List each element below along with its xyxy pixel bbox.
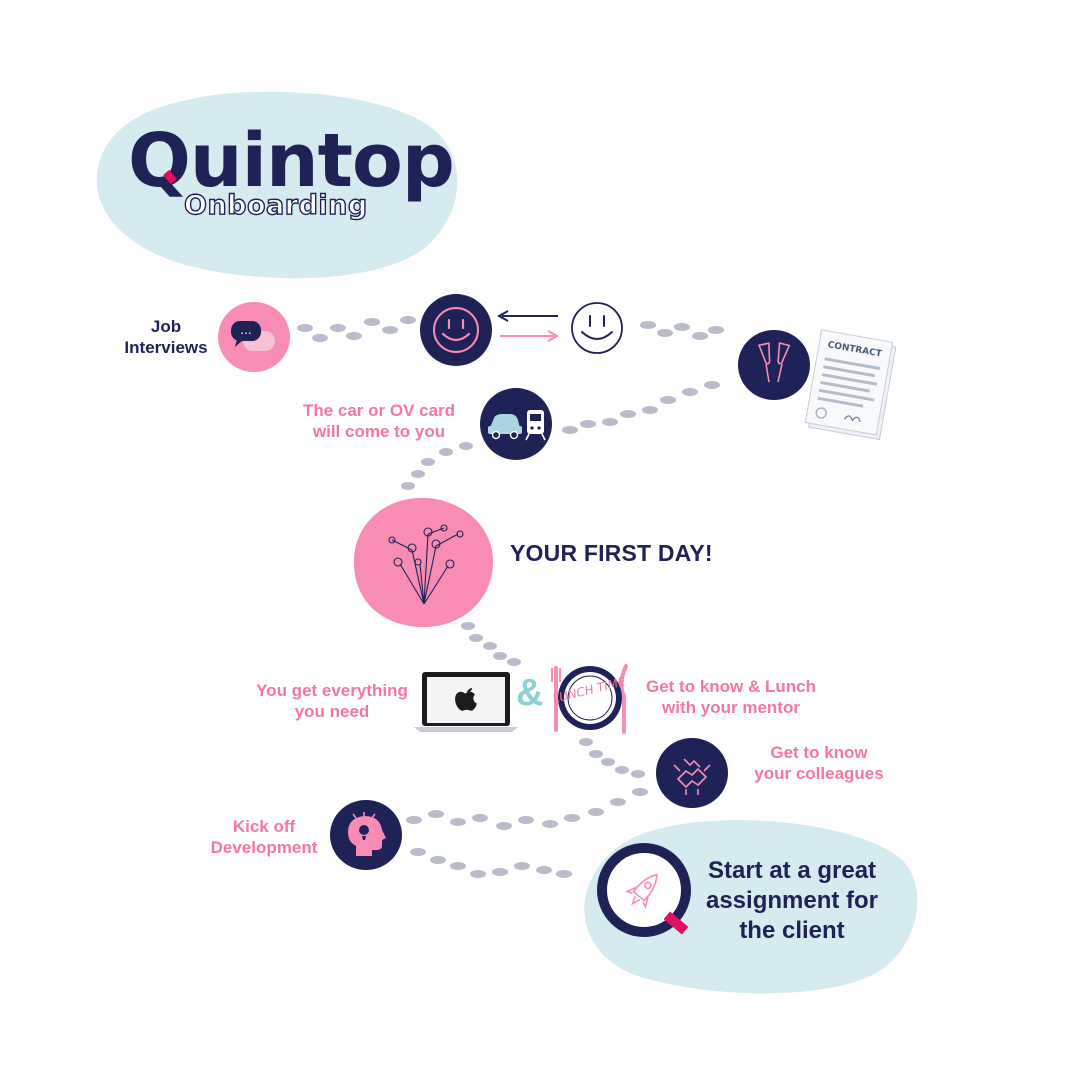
smiley-navy-circle	[420, 294, 492, 366]
first-day-title: YOUR FIRST DAY!	[510, 540, 713, 566]
chat-icon: ...	[231, 321, 275, 351]
kick-off-label: Kick off Development	[210, 817, 318, 857]
car-icon	[488, 410, 546, 441]
champagne-circle	[738, 330, 810, 400]
kick-off-circle	[330, 800, 402, 870]
car-card-label: The car or OV card will come to you	[302, 401, 456, 441]
job-interviews-label: Job Interviews	[124, 317, 208, 357]
assignment-label: Start at a great assignment for the clie…	[705, 857, 879, 944]
chat-bubble-dots: ...	[240, 323, 251, 337]
logo-accent-mark	[163, 169, 177, 185]
get-everything-label: You get everything you need	[256, 681, 408, 721]
logo-blob	[96, 91, 458, 279]
logo-brand: Quintop	[128, 118, 455, 204]
train-icon	[525, 410, 546, 441]
transport-circle	[480, 388, 552, 460]
colleagues-circle	[656, 738, 728, 808]
head-idea-icon	[348, 812, 386, 856]
ampersand: &	[516, 672, 544, 714]
champagne-icon	[757, 342, 791, 383]
job-interviews-bubble: ...	[218, 302, 290, 372]
smiley-outline-icon	[571, 302, 623, 354]
quintop-q-icon	[597, 843, 691, 937]
hands-icon	[673, 758, 711, 795]
contract-icon: CONTRACT	[804, 329, 897, 441]
lunch-mentor-label: Get to know & Lunch with your mentor	[646, 677, 816, 717]
first-day-blob	[353, 497, 494, 628]
logo-subtitle: Onboarding	[183, 189, 368, 221]
flowers-icon	[388, 524, 464, 605]
apple-icon	[455, 688, 477, 711]
lunch-plate-icon: LUNCH TIME	[551, 664, 628, 734]
exchange-arrows-icon	[496, 310, 560, 342]
rocket-icon	[624, 873, 658, 910]
smiley-icon	[433, 307, 479, 353]
colleagues-label: Get to know your colleagues	[754, 743, 884, 783]
laptop-icon	[414, 672, 518, 732]
